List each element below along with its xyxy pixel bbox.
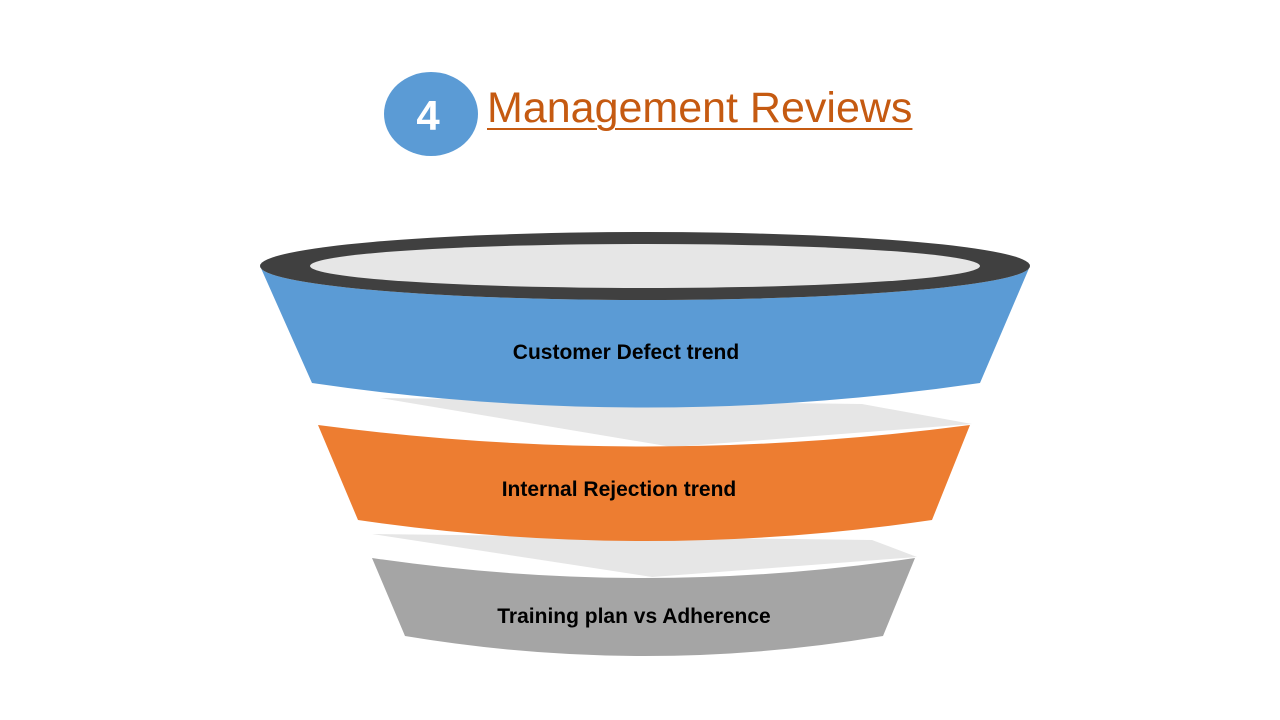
- funnel-level-1-label: Customer Defect trend: [513, 341, 739, 364]
- funnel-level-1: [260, 266, 1030, 408]
- step-number: 4: [416, 92, 440, 139]
- step-badge: [384, 72, 478, 156]
- funnel-level-2: [318, 425, 970, 541]
- page-title: Management Reviews: [487, 84, 913, 132]
- funnel-opening: [310, 244, 980, 288]
- funnel-level-3: [372, 558, 915, 656]
- funnel-level-3-label: Training plan vs Adherence: [497, 605, 770, 628]
- funnel-shadow-1: [380, 398, 972, 447]
- funnel-level-2-label: Internal Rejection trend: [502, 478, 737, 501]
- funnel-shadow-2: [372, 534, 917, 577]
